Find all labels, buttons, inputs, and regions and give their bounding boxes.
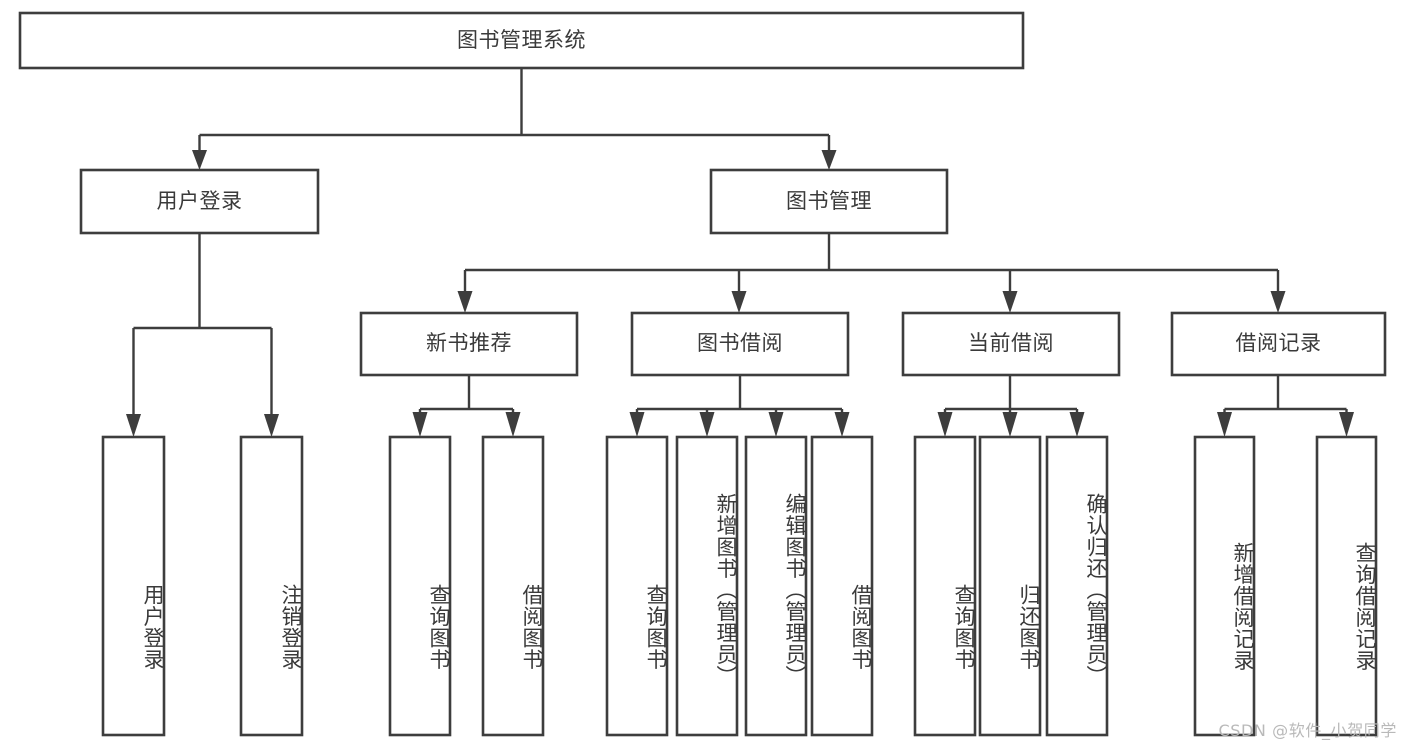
node-box-leaf-logout-login[interactable] (239, 435, 304, 737)
node-box-book-borrow[interactable] (630, 311, 850, 377)
connector-group-user-login (126, 233, 279, 437)
connector-group-new-book-recommend (412, 375, 521, 437)
node-box-leaf-edit-book[interactable] (744, 435, 808, 737)
node-box-leaf-borrow-book-1[interactable] (481, 435, 545, 737)
connector-group-current-borrow (937, 375, 1085, 437)
node-box-leaf-user-login[interactable] (101, 435, 166, 737)
arrow-head-leaf-confirm-return (1069, 412, 1085, 437)
arrow-head-book-borrow (731, 291, 747, 313)
arrow-head-leaf-add-record (1217, 412, 1232, 437)
arrow-head-leaf-query-book-3 (937, 412, 953, 437)
arrow-head-user-login (192, 150, 207, 170)
arrow-head-current-borrow (1002, 291, 1018, 313)
node-box-new-book-recommend[interactable] (359, 311, 579, 377)
arrow-head-leaf-query-record (1339, 412, 1354, 437)
node-box-leaf-return-book[interactable] (978, 435, 1042, 737)
node-box-user-login[interactable] (79, 168, 320, 235)
node-box-leaf-query-book-2[interactable] (605, 435, 669, 737)
node-box-leaf-add-book[interactable] (675, 435, 739, 737)
connector-group-root (192, 68, 837, 170)
node-box-leaf-add-record[interactable] (1193, 435, 1256, 737)
node-box-book-manage[interactable] (709, 168, 949, 235)
arrow-head-leaf-return-book (1002, 412, 1018, 437)
connector-group-borrow-record (1217, 375, 1354, 437)
arrow-head-leaf-add-book (699, 412, 715, 437)
arrow-head-leaf-query-book-1 (412, 412, 428, 437)
connector-group-book-borrow (629, 375, 850, 437)
node-box-leaf-borrow-book-2[interactable] (810, 435, 874, 737)
node-box-leaf-query-record[interactable] (1315, 435, 1378, 737)
node-box-root[interactable] (18, 11, 1025, 70)
arrow-head-leaf-user-login (126, 414, 141, 437)
watermark-label: CSDN @软件_小贺同学 (1218, 721, 1397, 740)
arrow-head-leaf-logout-login (264, 414, 279, 437)
arrow-head-new-book-recommend (457, 291, 473, 313)
connector-group-book-manage (457, 233, 1286, 313)
arrow-head-leaf-edit-book (768, 412, 784, 437)
arrow-head-book-manage (821, 150, 837, 170)
arrow-head-leaf-query-book-2 (629, 412, 645, 437)
arrow-head-leaf-borrow-book-2 (834, 412, 850, 437)
node-box-leaf-query-book-3[interactable] (913, 435, 977, 737)
node-box-leaf-confirm-return[interactable] (1045, 435, 1109, 737)
arrow-head-leaf-borrow-book-1 (505, 412, 521, 437)
node-box-current-borrow[interactable] (901, 311, 1121, 377)
node-box-borrow-record[interactable] (1170, 311, 1387, 377)
arrow-head-borrow-record (1270, 291, 1286, 313)
node-box-leaf-query-book-1[interactable] (388, 435, 452, 737)
